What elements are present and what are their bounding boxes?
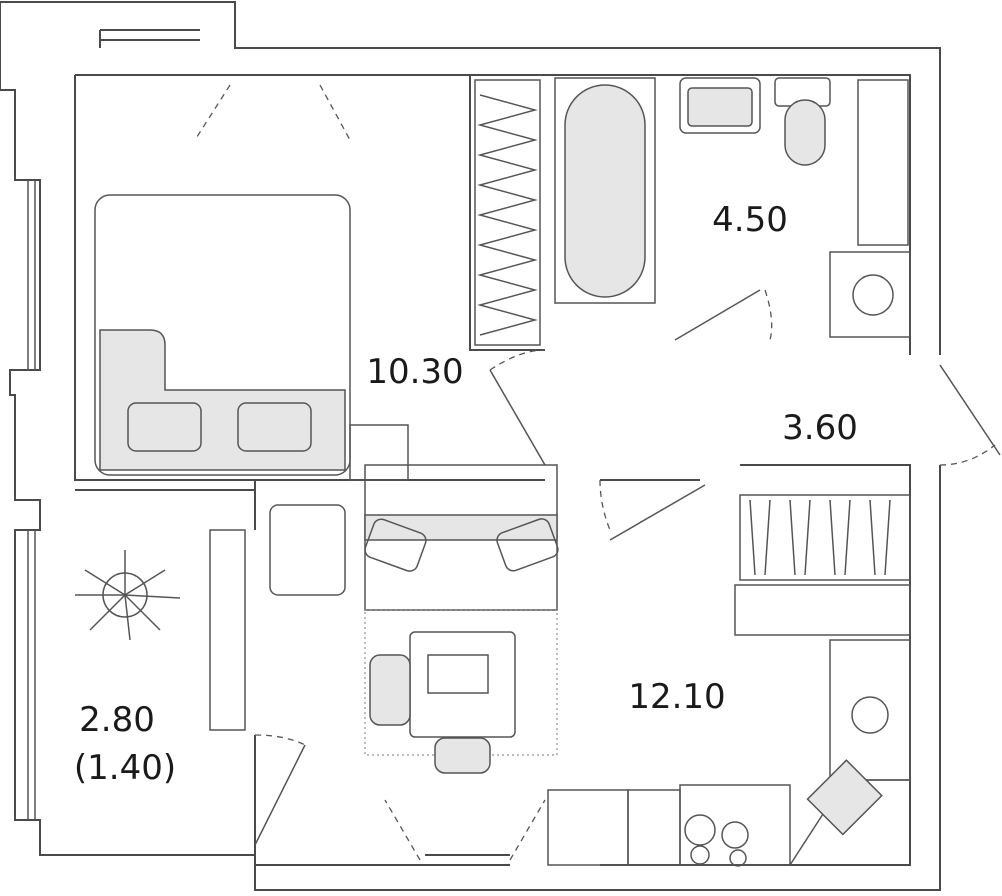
fridge [547,789,629,866]
chair [369,654,411,726]
sink-basin [687,87,753,127]
room-area-balcony-reduced: (1.40) [73,748,177,788]
kitchen-shelf [734,584,911,636]
outer-wall [0,1,941,891]
bathtub [554,77,656,304]
rug [364,609,558,756]
towel-rack [474,79,541,346]
burner [721,821,749,849]
toilet-bowl [784,99,826,166]
bath-cabinet [857,79,909,246]
room-area-bedroom: 10.30 [366,352,464,392]
window-top [99,29,200,48]
room-area-hallway: 3.60 [782,408,858,448]
room-area-bathroom: 4.50 [712,200,788,240]
nightstand [349,424,409,481]
bed-blanket [99,329,346,471]
plant-icon [75,550,181,641]
desk [409,631,516,738]
burner [729,849,747,867]
cushion [364,518,427,572]
balcony-rail [27,180,36,820]
pillow [237,402,312,452]
washing-machine-drum [852,274,894,316]
kitchen-sink [806,759,883,836]
heater-zigzag [477,94,538,336]
room-area-living-kitchen: 12.10 [628,677,726,717]
balcony-door-frame [209,529,246,731]
sofa-seat [364,514,558,541]
burner [690,845,710,865]
burner [684,814,716,846]
kitchen-counter [829,639,911,781]
room-area-balcony: 2.80 [79,700,155,740]
stove [679,784,791,866]
laptop [427,654,489,694]
cushion [496,518,559,572]
washing-machine [829,251,911,338]
door-leaves [254,289,1001,846]
wardrobe [739,494,911,581]
pillow [127,402,202,452]
kitchen-cabinet [627,789,681,866]
pet-bed [269,504,346,596]
bed [94,194,351,476]
sink [679,77,761,134]
bathtub-basin [564,84,646,298]
wardrobe-hangers [749,499,891,576]
window-swing [194,84,546,861]
chair [434,737,491,774]
window-bedroom-bottom [425,854,510,866]
kettle [851,696,889,734]
